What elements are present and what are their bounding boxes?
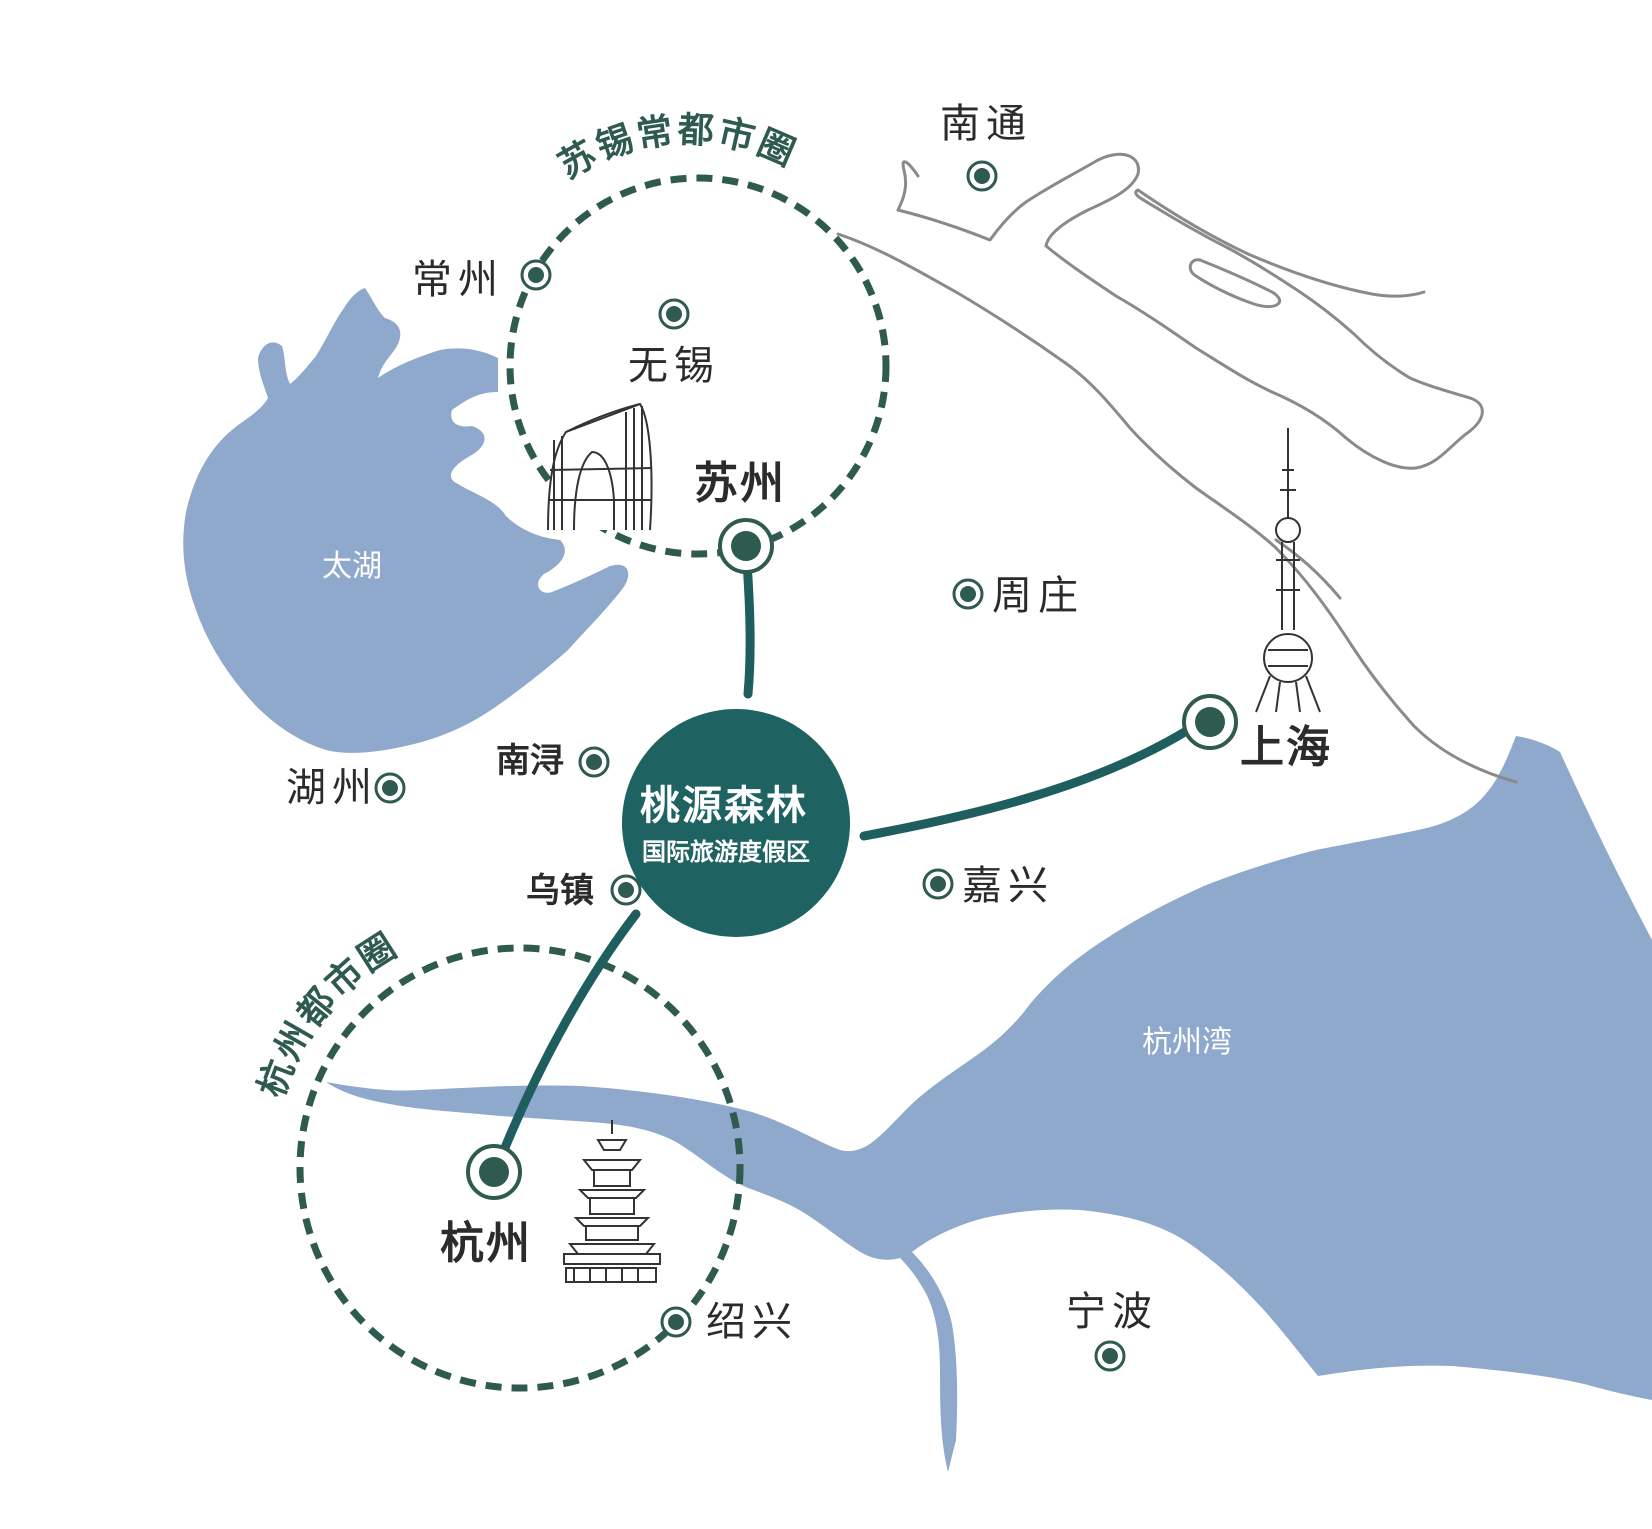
resort-subtitle: 国际旅游度假区 <box>642 838 810 866</box>
gate-of-orient-icon <box>547 402 653 531</box>
label-hangzhou-bay: 杭州湾 <box>1142 1025 1232 1060</box>
resort-center[interactable] <box>622 709 850 937</box>
coastline <box>836 152 1518 784</box>
taihu-lake <box>183 288 629 753</box>
resort-title: 桃源森林 <box>640 783 808 829</box>
marker-nanxun[interactable] <box>578 746 610 778</box>
label-nanxun: 南浔 <box>496 741 564 781</box>
marker-changzhou[interactable] <box>520 259 552 291</box>
route-shanghai <box>859 725 1193 841</box>
ring-title-north: 苏锡常都市圈 <box>552 110 803 187</box>
route-hangzhou <box>495 909 641 1165</box>
label-hangzhou: 杭州 <box>440 1218 532 1269</box>
city-markers-minor <box>374 160 1126 1372</box>
ring-south <box>296 944 744 1392</box>
label-wuzhen: 乌镇 <box>526 871 594 911</box>
label-ningbo: 宁波 <box>1066 1289 1158 1335</box>
label-shaoxing: 绍兴 <box>706 1299 798 1345</box>
ring-title-south: 杭州都市圈 <box>250 925 406 1103</box>
label-jiaxing: 嘉兴 <box>962 863 1054 909</box>
city-markers-major <box>466 518 1238 1200</box>
qiantang-river-bay <box>326 736 1652 1400</box>
ring-north <box>506 174 890 558</box>
marker-zhouzhuang[interactable] <box>952 578 984 610</box>
label-changzhou: 常州 <box>412 257 504 303</box>
marker-huzhou[interactable] <box>374 772 406 804</box>
label-suzhou: 苏州 <box>694 458 786 509</box>
label-huzhou: 湖州 <box>286 765 378 811</box>
label-wuxi: 无锡 <box>628 343 720 389</box>
label-shanghai: 上海 <box>1240 722 1332 773</box>
leifeng-pagoda-icon <box>563 1120 661 1283</box>
marker-shaoxing[interactable] <box>660 1306 692 1338</box>
label-taihu: 太湖 <box>322 549 382 584</box>
label-zhouzhuang: 周庄 <box>992 573 1084 619</box>
label-nantong: 南通 <box>940 101 1032 147</box>
marker-wuxi[interactable] <box>658 298 690 330</box>
marker-ningbo[interactable] <box>1094 1340 1126 1372</box>
oriental-pearl-tower-icon <box>1255 428 1321 713</box>
marker-jiaxing[interactable] <box>922 868 954 900</box>
marker-nantong[interactable] <box>966 160 998 192</box>
qiantang-river-channel <box>900 1252 958 1472</box>
marker-wuzhen[interactable] <box>610 874 642 906</box>
